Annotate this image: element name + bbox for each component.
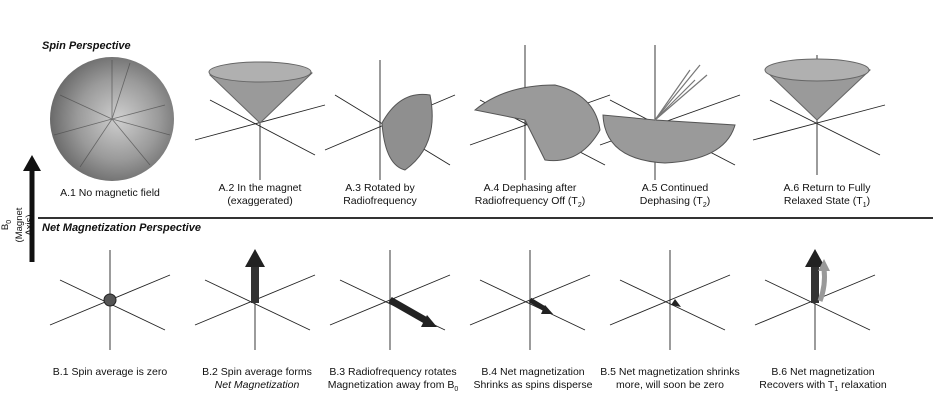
caption-a6: A.6 Return to Fully Relaxed State (T1) [783,182,871,210]
caption-a5: A.5 Continued Dephasing (T2) [639,182,711,210]
tiny-magnetization-arrow [671,299,681,307]
caption-a1: A.1 No magnetic field [60,187,160,199]
caption-b6: B.6 Net magnetization Recovers with T1 r… [759,366,887,394]
net-magnetization-perspective-label: Net Magnetization Perspective [42,222,201,234]
spin-panel-a4 [469,45,611,180]
caption-b1: B.1 Spin average is zero [52,366,168,378]
section-divider [38,217,933,219]
spin-panel-a3 [324,60,456,180]
spin-panel-a5 [599,45,741,180]
net-panel-b1 [49,250,171,350]
spin-half-disk [602,114,736,164]
axis-b-sub: 0 [5,219,13,224]
rotated-magnetization-arrow [388,296,437,327]
spin-panel-a6 [752,55,886,175]
shrinking-magnetization-arrow [528,297,553,314]
axis-b-letter: B [0,223,11,231]
caption-a4: A.4 Dephasing after Radiofrequency Off (… [474,182,586,210]
spin-fan [473,84,601,162]
spin-panel-a2 [194,61,326,180]
spin-perspective-label: Spin Perspective [42,40,131,52]
net-panel-b2 [194,249,316,350]
spin-panel-a1 [50,57,174,181]
recovering-magnetization-arrows [805,249,830,303]
caption-a2: A.2 In the magnet(exaggerated) [218,182,302,207]
axis-paren-label: (Magnet Axis) [13,207,35,243]
magnet-axis-label: B0 (Magnet Axis) [0,205,35,245]
net-magnetization-arrow [245,249,265,303]
spin-cone-rotated [381,93,433,171]
caption-b3: B.3 Radiofrequency rotates Magnetization… [327,366,459,394]
net-panel-b4 [469,250,591,350]
magnet-axis-arrow [23,155,41,262]
zero-average-dot [103,293,117,307]
net-panel-b6 [754,249,876,350]
net-panel-b5 [609,250,731,350]
net-panel-b3 [329,250,451,350]
